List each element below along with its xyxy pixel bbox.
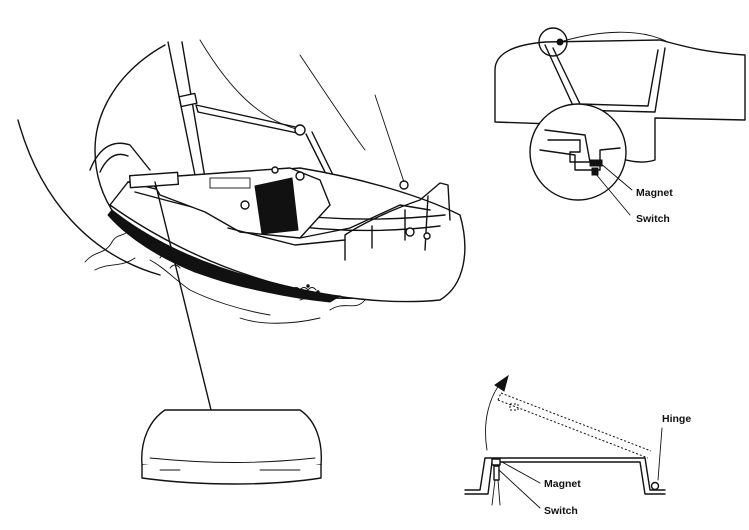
hinge-label: Hinge bbox=[662, 413, 691, 425]
sailboat-illustration bbox=[17, 39, 466, 324]
bottom-magnet-label: Magnet bbox=[544, 478, 581, 490]
detail-highlight-circle bbox=[538, 27, 568, 57]
waves bbox=[84, 227, 366, 324]
leader-line bbox=[154, 181, 214, 419]
top-switch-label: Switch bbox=[636, 213, 670, 225]
hinge-icon bbox=[650, 481, 660, 491]
companionway-hatch bbox=[254, 177, 299, 235]
forward-hatch bbox=[128, 171, 180, 189]
jib-sail bbox=[17, 119, 161, 276]
opening-arc bbox=[485, 379, 504, 451]
lid-open-position bbox=[497, 392, 652, 459]
hatch-cover-closeup bbox=[141, 409, 322, 485]
mast bbox=[167, 41, 206, 181]
hatch-frame bbox=[464, 457, 666, 491]
stern-rail bbox=[344, 182, 451, 261]
bow-pulpit bbox=[89, 142, 151, 173]
bottom-switch-label: Switch bbox=[544, 505, 578, 517]
arrow-head-icon bbox=[494, 374, 509, 392]
magnet-marker bbox=[589, 159, 603, 167]
top-magnet-label: Magnet bbox=[636, 187, 673, 199]
bottom-switch-marker bbox=[493, 465, 500, 481]
boom bbox=[195, 104, 303, 135]
switch-marker bbox=[591, 167, 599, 176]
bottom-magnet-marker bbox=[491, 458, 501, 466]
bottom-right-detail: Hinge Magnet Switch bbox=[464, 374, 691, 517]
top-right-detail: Magnet Switch bbox=[494, 27, 746, 225]
